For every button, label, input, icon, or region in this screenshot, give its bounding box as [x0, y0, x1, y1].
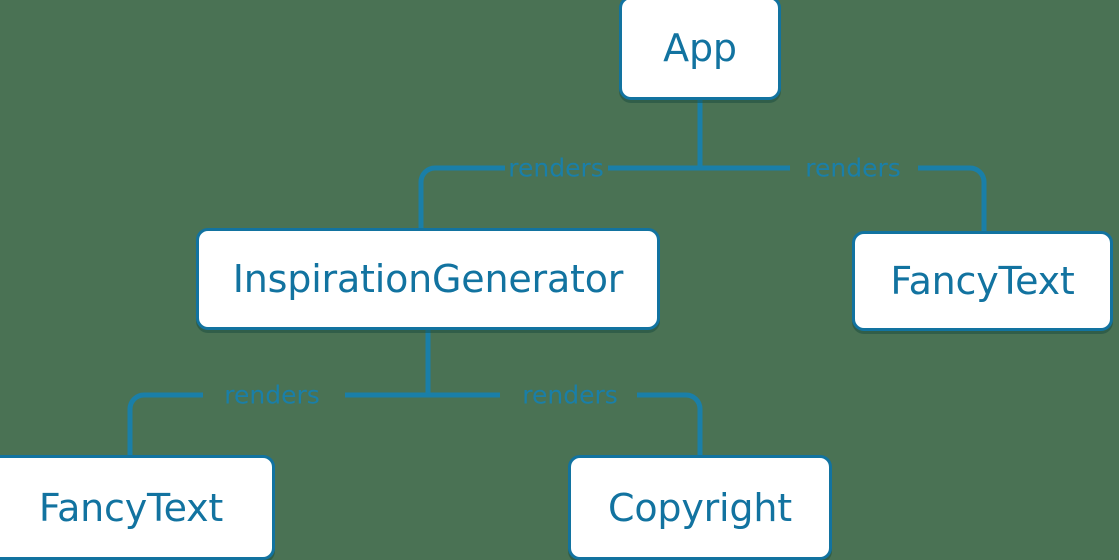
node-copyright[interactable]: Copyright: [568, 455, 832, 560]
edge-inspgen-to-fancyleft: [127, 392, 428, 455]
edge-app-to-fancyright: [700, 165, 987, 231]
node-app[interactable]: App: [619, 0, 781, 100]
node-app-label: App: [663, 26, 737, 70]
node-fancytext-left-label: FancyText: [38, 485, 224, 530]
node-copyright-label: Copyright: [608, 485, 792, 530]
edge-inspgen-to-copyright: [428, 392, 703, 455]
edge-label-inspirationgenerator-copyright: renders: [522, 380, 618, 410]
node-inspirationgenerator-label: InspirationGenerator: [232, 257, 624, 301]
edge-label-inspirationgenerator-fancytext-left: renders: [224, 380, 320, 410]
node-inspirationgenerator[interactable]: InspirationGenerator: [196, 228, 660, 330]
node-fancytext-right[interactable]: FancyText: [852, 231, 1113, 331]
node-fancytext-left[interactable]: FancyText: [0, 455, 275, 560]
edge-label-app-fancytext-right: renders: [805, 153, 901, 183]
node-fancytext-right-label: FancyText: [890, 259, 1075, 303]
edge-label-app-inspirationgenerator: renders: [508, 153, 604, 183]
edge-app-to-inspgen: [418, 165, 700, 228]
